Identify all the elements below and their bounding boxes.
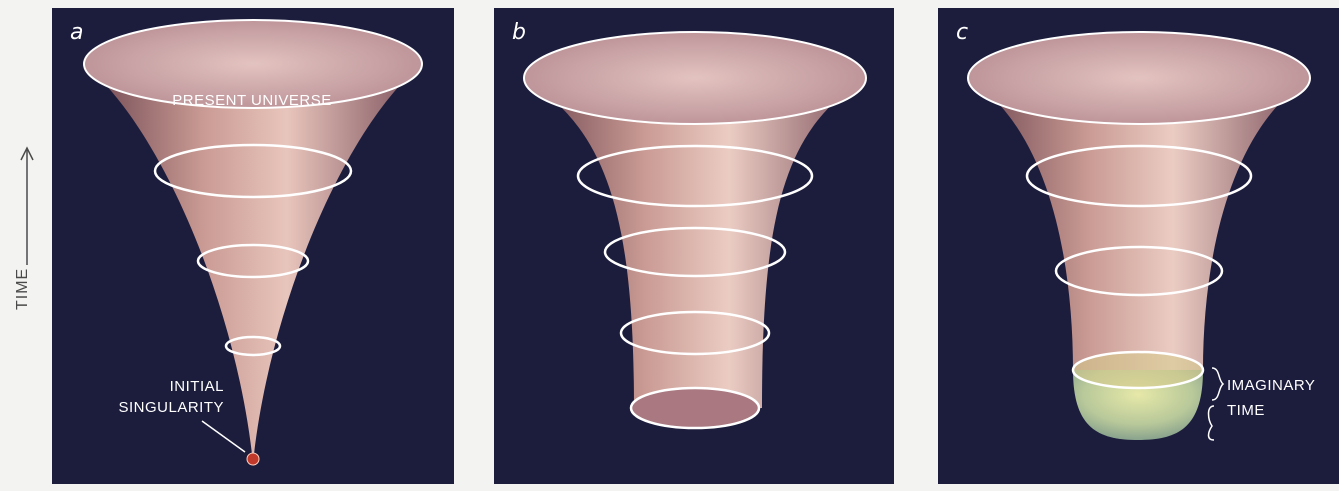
brace-upper xyxy=(1212,368,1223,400)
panel-b: b xyxy=(494,8,894,484)
cone-surface-b xyxy=(524,78,866,408)
brace-lower xyxy=(1209,406,1215,440)
cone-diagram-b xyxy=(494,8,894,484)
singularity-pointer xyxy=(202,421,245,452)
rim-top xyxy=(968,32,1310,124)
time-axis: TIME xyxy=(0,0,56,486)
panel-a: a PRESENT UNIVERSE INITIAL SINGULARITY xyxy=(52,8,454,484)
panel-label-b: b xyxy=(512,20,526,45)
cone-diagram-c xyxy=(938,8,1339,484)
imaginary-label: IMAGINARY xyxy=(1227,375,1315,396)
cone-diagram-a xyxy=(52,8,454,484)
time-arrow-icon xyxy=(0,0,56,486)
singularity-point xyxy=(247,453,259,465)
panel-label-a: a xyxy=(70,20,83,45)
time-axis-label: TIME xyxy=(14,268,32,310)
initial-label: INITIAL xyxy=(114,376,224,397)
present-universe-label: PRESENT UNIVERSE xyxy=(152,92,352,109)
rim-top xyxy=(524,32,866,124)
singularity-label: SINGULARITY xyxy=(114,397,224,418)
time-label-c: TIME xyxy=(1227,400,1265,421)
rim-base xyxy=(631,388,759,428)
panel-label-c: c xyxy=(956,20,968,45)
panel-c: c IMAGINARY TIME xyxy=(938,8,1339,484)
